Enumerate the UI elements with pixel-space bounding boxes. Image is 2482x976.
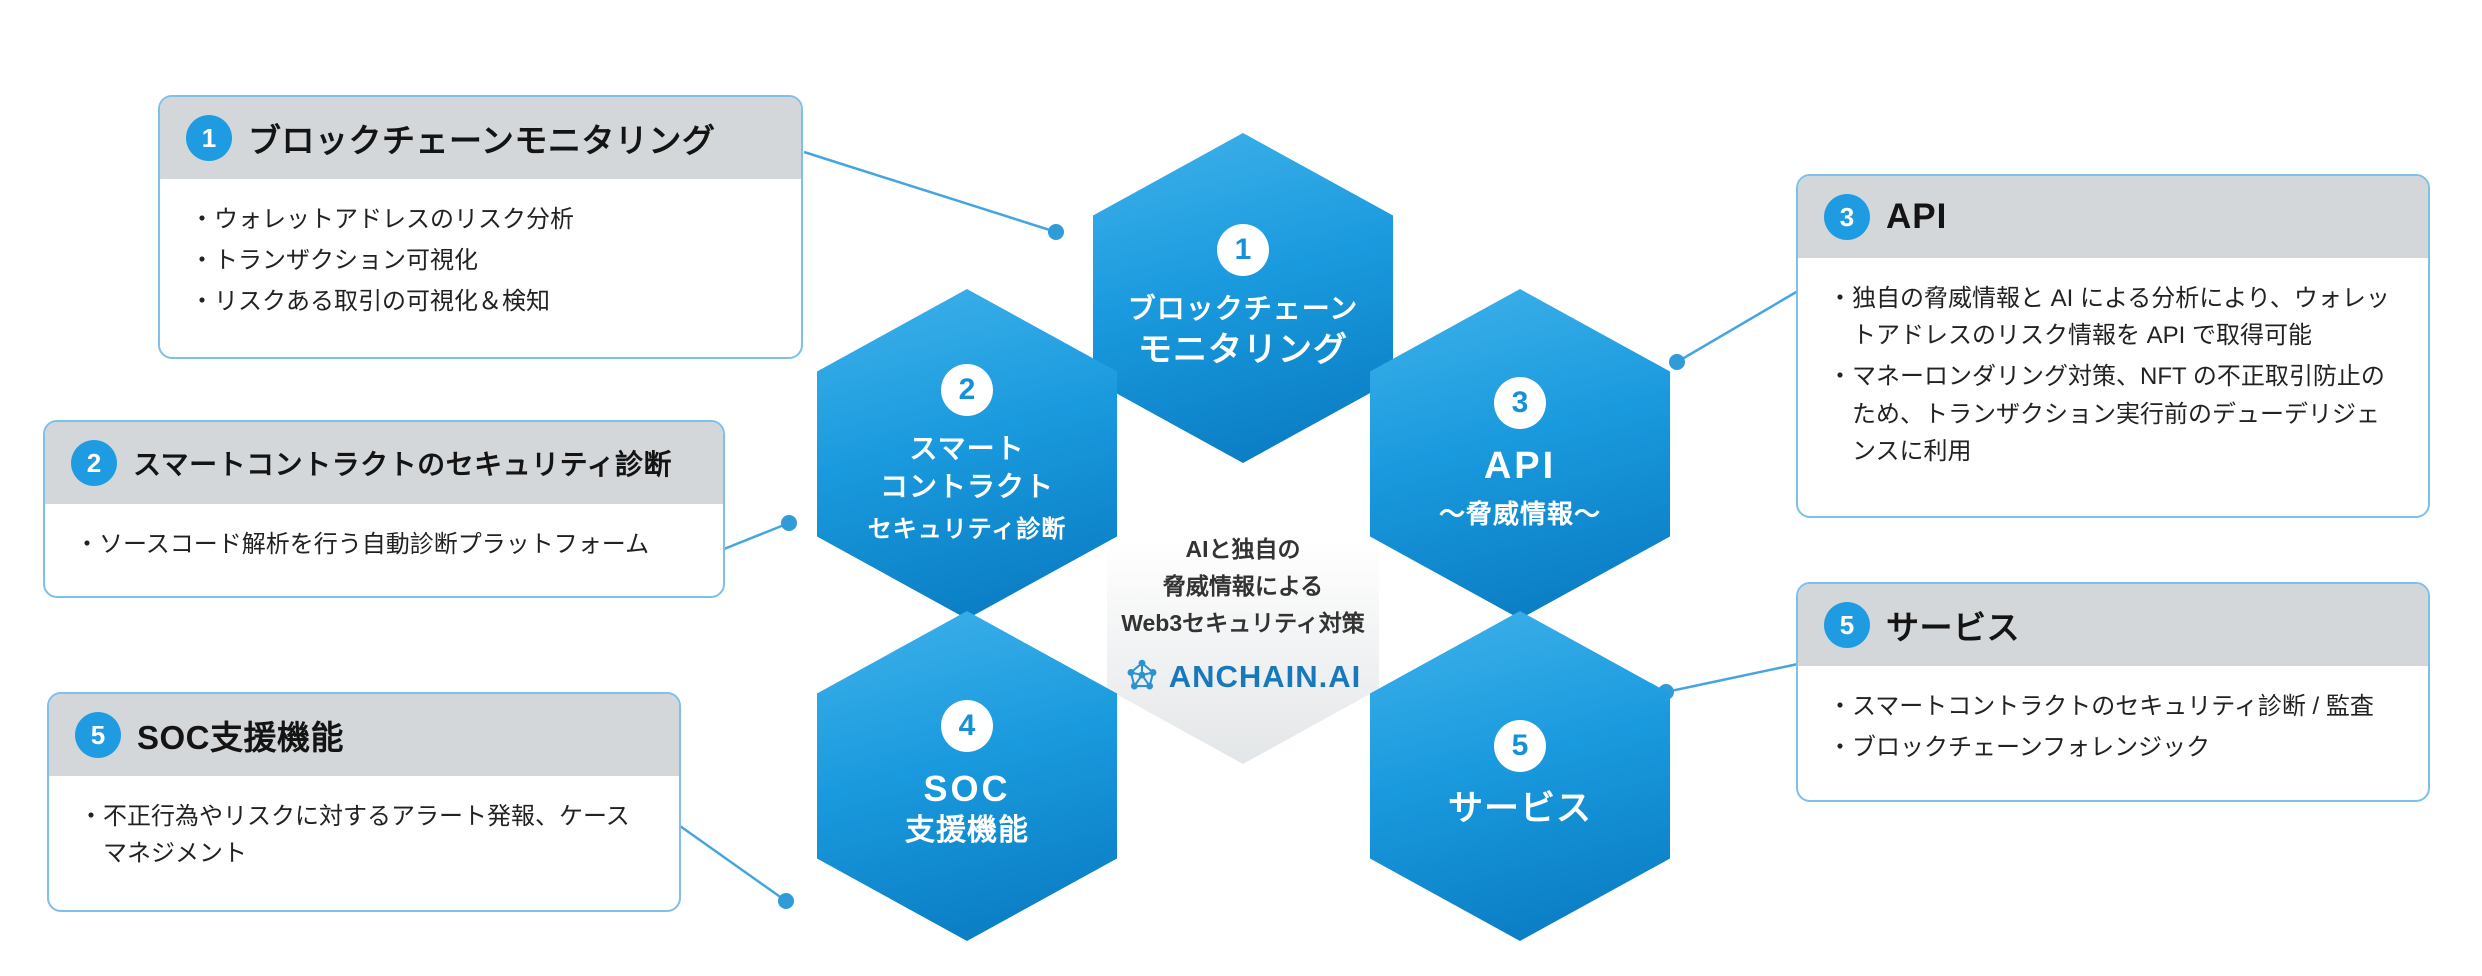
callout-header: 3 API	[1798, 176, 2428, 258]
hexagon-number-badge: 4	[941, 700, 993, 753]
hexagon-label: サービス	[1447, 789, 1592, 829]
center-text-line: AIと独自の	[1185, 536, 1301, 563]
hexagon-label: 支援機能	[905, 814, 1029, 848]
hexagon-smart-contract: 2 スマート コントラクト セキュリティ診断	[817, 289, 1117, 619]
hexagon-label: スマート	[909, 432, 1025, 464]
number-badge: 2	[71, 440, 117, 486]
bullet-item: トランザクション可視化	[190, 242, 773, 279]
hexagon-soc-support: 4 SOC 支援機能	[817, 611, 1117, 941]
callout-title: API	[1886, 197, 1948, 236]
callout-title: ブロックチェーンモニタリング	[248, 122, 716, 159]
hexagon-service: 5 サービス	[1370, 611, 1670, 941]
connector-c1	[803, 150, 1057, 234]
anchain-brand-name: ANCHAIN.AI	[1168, 659, 1362, 695]
center-text-line: Web3セキュリティ対策	[1121, 609, 1365, 636]
hexagon-center-anchain: AIと独自の 脅威情報による Web3セキュリティ対策 ANCHAIN.AI	[1107, 464, 1379, 764]
hexagon-blockchain-monitoring: 1 ブロックチェーン モニタリング	[1093, 133, 1393, 463]
number-badge: 5	[1824, 602, 1870, 648]
hexagon-api: 3 API ～脅威情報～	[1370, 289, 1670, 619]
callout-body: 独自の脅威情報と AI による分析により、ウォレットアドレスのリスク情報を AP…	[1798, 258, 2428, 492]
callout-smart-contract-audit: 2 スマートコントラクトのセキュリティ診断 ソースコード解析を行う自動診断プラッ…	[43, 420, 725, 598]
connector-dot-soc	[778, 893, 794, 909]
hexagon-number-badge: 3	[1494, 376, 1546, 429]
bullet-item: スマートコントラクトのセキュリティ診断 / 監査	[1828, 688, 2400, 725]
hexagon-label: SOC	[923, 768, 1011, 810]
connector-soc	[679, 824, 787, 903]
callout-body: ソースコード解析を行う自動診断プラットフォーム	[45, 504, 723, 585]
hexagon-number-badge: 2	[941, 363, 993, 416]
bullet-item: リスクある取引の可視化＆検知	[190, 283, 773, 320]
callout-title: スマートコントラクトのセキュリティ診断	[133, 449, 672, 480]
number-badge: 3	[1824, 194, 1870, 240]
connector-dot-c2	[781, 515, 797, 531]
callout-header: 5 SOC支援機能	[49, 694, 679, 776]
connector-service	[1665, 662, 1799, 694]
callout-header: 5 サービス	[1798, 584, 2428, 666]
callout-blockchain-monitoring: 1 ブロックチェーンモニタリング ウォレットアドレスのリスク分析 トランザクショ…	[158, 95, 803, 359]
hexagon-sublabel: セキュリティ診断	[867, 516, 1067, 544]
callout-body: 不正行為やリスクに対するアラート発報、ケースマネジメント	[49, 776, 679, 894]
callout-title: SOC支援機能	[137, 719, 345, 756]
connector-c2	[723, 521, 790, 551]
connector-dot-api	[1669, 354, 1685, 370]
connector-api	[1676, 289, 1799, 364]
callout-soc-support: 5 SOC支援機能 不正行為やリスクに対するアラート発報、ケースマネジメント	[47, 692, 681, 912]
hexagon-number-badge: 5	[1494, 720, 1546, 773]
hexagon-sublabel: ～脅威情報～	[1438, 499, 1601, 530]
connector-dot-c1	[1048, 224, 1064, 240]
callout-header: 2 スマートコントラクトのセキュリティ診断	[45, 422, 723, 504]
hexagon-number-badge: 1	[1217, 224, 1269, 276]
bullet-item: ソースコード解析を行う自動診断プラットフォーム	[75, 526, 695, 563]
bullet-item: ウォレットアドレスのリスク分析	[190, 201, 773, 238]
center-text-line: 脅威情報による	[1162, 573, 1324, 600]
bullet-item: 不正行為やリスクに対するアラート発報、ケースマネジメント	[79, 798, 651, 872]
callout-body: スマートコントラクトのセキュリティ診断 / 監査 ブロックチェーンフォレンジック	[1798, 666, 2428, 788]
bullet-item: マネーロンダリング対策、NFT の不正取引防止のため、トランザクション実行前のデ…	[1828, 358, 2400, 470]
number-badge: 5	[75, 712, 121, 758]
hexagon-label: モニタリング	[1138, 330, 1348, 369]
anchain-logo-icon	[1125, 658, 1159, 697]
number-badge: 1	[186, 115, 232, 161]
callout-service: 5 サービス スマートコントラクトのセキュリティ診断 / 監査 ブロックチェーン…	[1796, 582, 2430, 802]
callout-header: 1 ブロックチェーンモニタリング	[160, 97, 801, 179]
anchain-brand-row: ANCHAIN.AI	[1125, 658, 1362, 697]
bullet-item: ブロックチェーンフォレンジック	[1828, 729, 2400, 766]
callout-title: サービス	[1886, 609, 2020, 646]
callout-api: 3 API 独自の脅威情報と AI による分析により、ウォレットアドレスのリスク…	[1796, 174, 2430, 518]
hexagon-label: コントラクト	[879, 470, 1054, 502]
callout-body: ウォレットアドレスのリスク分析 トランザクション可視化 リスクある取引の可視化＆…	[160, 179, 801, 343]
bullet-item: 独自の脅威情報と AI による分析により、ウォレットアドレスのリスク情報を AP…	[1828, 280, 2400, 354]
hexagon-label: API	[1483, 444, 1557, 487]
hexagon-label: ブロックチェーン	[1127, 293, 1359, 324]
